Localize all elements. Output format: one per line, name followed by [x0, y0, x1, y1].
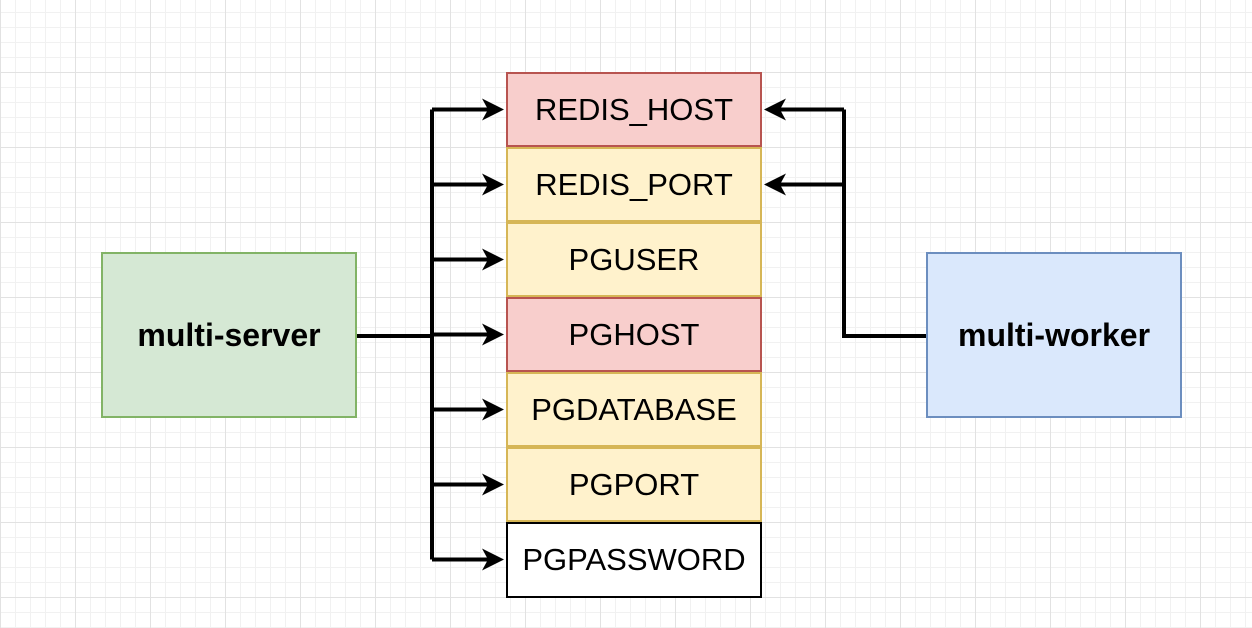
worker-arrowhead-redis-port [764, 173, 786, 196]
env-var-pgpassword[interactable]: PGPASSWORD [506, 522, 762, 598]
server-arrowhead-pgport [482, 473, 504, 496]
env-var-pghost[interactable]: PGHOST [506, 297, 762, 372]
server-arrowhead-pgpassword [482, 548, 504, 571]
worker-arrowhead-redis-host [764, 98, 786, 121]
env-var-redis-port[interactable]: REDIS_PORT [506, 147, 762, 222]
env-var-pgdatabase[interactable]: PGDATABASE [506, 372, 762, 447]
env-var-pgport[interactable]: PGPORT [506, 447, 762, 522]
server-arrowhead-redis-port [482, 173, 504, 196]
multi-worker-node[interactable]: multi-worker [926, 252, 1182, 418]
env-var-pguser[interactable]: PGUSER [506, 222, 762, 297]
server-arrowhead-pguser [482, 248, 504, 271]
server-arrowhead-redis-host [482, 98, 504, 121]
env-var-redis-host[interactable]: REDIS_HOST [506, 72, 762, 147]
server-arrowhead-pghost [482, 323, 504, 346]
multi-server-node[interactable]: multi-server [101, 252, 357, 418]
worker-connector-bus [842, 109, 926, 338]
server-arrowhead-pgdatabase [482, 398, 504, 421]
